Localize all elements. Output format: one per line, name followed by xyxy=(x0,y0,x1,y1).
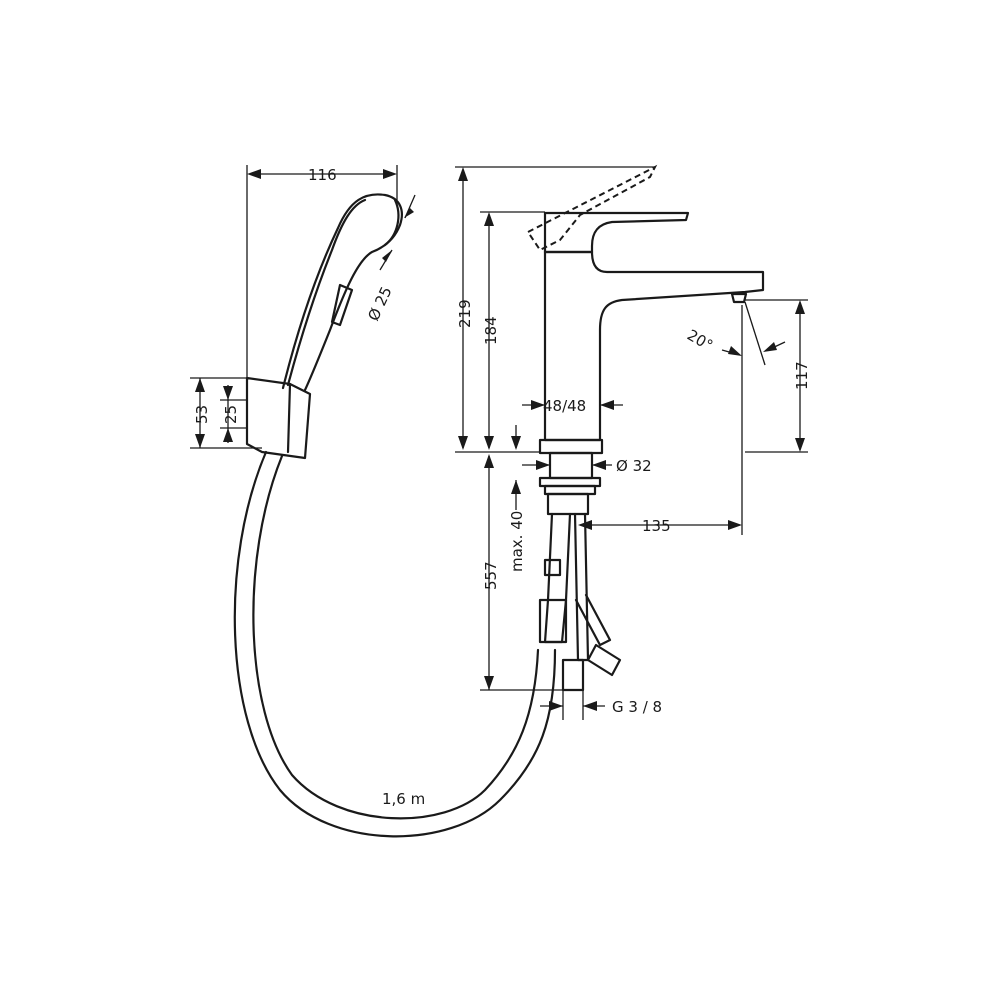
label-supply-length: 557 xyxy=(482,561,500,590)
label-total-height: 219 xyxy=(456,299,474,328)
label-spout-top-height: 184 xyxy=(482,316,500,345)
label-spout-height: 117 xyxy=(793,361,811,390)
label-connection-thread: G 3 / 8 xyxy=(612,698,662,716)
label-spout-reach: 135 xyxy=(642,517,671,535)
label-holder-inner: 25 xyxy=(222,405,240,424)
label-holder-height: 53 xyxy=(193,405,211,424)
dimension-lines xyxy=(190,165,808,720)
mixer-tap xyxy=(526,164,765,692)
dimension-labels: 116 Ø 25 53 25 219 184 48/48 117 20° Ø 3… xyxy=(193,166,811,808)
label-max-deck: max. 40 xyxy=(508,511,526,572)
label-spray-angle: 20° xyxy=(684,326,716,355)
label-body-width: 48/48 xyxy=(543,397,586,415)
wall-holder xyxy=(245,376,312,460)
label-spray-width: 116 xyxy=(308,166,337,184)
label-shank-diameter: Ø 32 xyxy=(616,457,652,475)
label-hose-length: 1,6 m xyxy=(382,790,425,808)
hand-shower xyxy=(281,193,403,392)
shower-hose xyxy=(233,450,557,838)
label-nozzle-diameter: Ø 25 xyxy=(364,284,395,324)
